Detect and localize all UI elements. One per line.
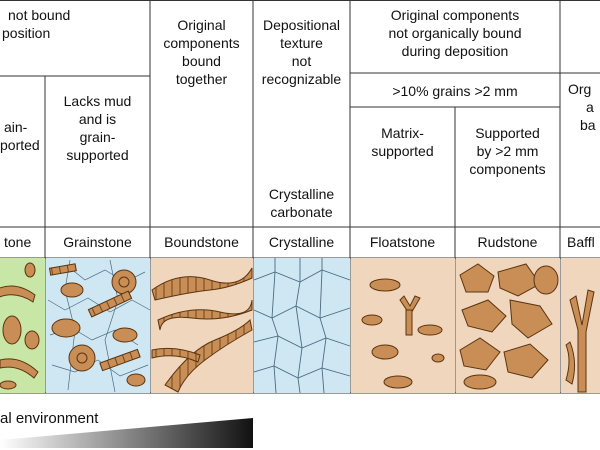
rock-name-rudstone: Rudstone [477, 234, 538, 250]
environment-gradient-wedge [0, 418, 253, 448]
rock-name-bafflestone: Baffl [567, 234, 595, 250]
rock-name-floatstone: Floatstone [369, 234, 436, 250]
rock-name-crystalline: Crystalline [268, 234, 335, 250]
rock-name-grainstone: Grainstone [63, 234, 132, 250]
header-grain-supported-partial: ain- ported [0, 119, 40, 153]
rock-name-boundstone: Boundstone [164, 234, 239, 250]
texture-boundstone [151, 258, 253, 393]
header-lacks-mud: Lacks mud and is grain- supported [63, 93, 132, 163]
header-not-bound: not bound position [2, 7, 71, 41]
texture-packstone [0, 258, 45, 393]
rock-name-packstone: tone [4, 234, 32, 250]
header-gt10: >10% grains >2 mm [392, 83, 518, 99]
texture-floatstone [351, 258, 455, 393]
header-not-organic: Original components not organically boun… [388, 7, 522, 59]
texture-rudstone [456, 258, 560, 393]
header-original-bound: Original components bound together [163, 17, 240, 87]
texture-grainstone [46, 258, 151, 393]
header-crystalline-carbonate: Crystalline carbonate [268, 186, 335, 220]
header-supported-by: Supported by >2 mm components [469, 125, 546, 177]
header-depositional: Depositional texture not recognizable [261, 17, 342, 87]
environment-label: al environment [0, 410, 99, 427]
texture-bafflestone [561, 258, 600, 393]
texture-crystalline [253, 258, 351, 394]
header-matrix-supported: Matrix- supported [371, 125, 434, 159]
header-organic-partial: Org a ba [568, 81, 596, 133]
